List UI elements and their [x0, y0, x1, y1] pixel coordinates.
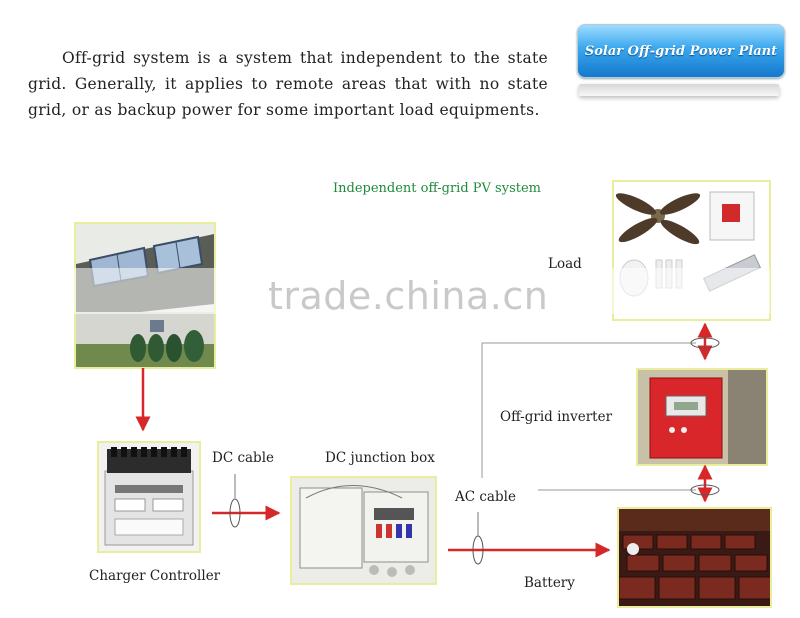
label-inverter: Off-grid inverter	[500, 409, 613, 425]
charger-controller-photo	[97, 441, 201, 553]
junction-box-photo	[290, 476, 437, 585]
watermark-text: trade.china.cn	[268, 274, 549, 318]
label-charger-controller: Charger Controller	[89, 568, 221, 584]
watermark-band	[70, 268, 770, 314]
battery-photo	[617, 507, 772, 608]
intro-text: Off-grid system is a system that indepen…	[28, 49, 548, 119]
inverter-illustration	[638, 370, 766, 464]
badge-button: Solar Off-grid Power Plant	[577, 24, 785, 78]
label-battery: Battery	[524, 575, 575, 591]
badge-shelf	[579, 84, 779, 96]
badge-label: Solar Off-grid Power Plant	[584, 43, 778, 59]
solar-offgrid-badge: Solar Off-grid Power Plant	[575, 22, 787, 100]
diagram-title: Independent off-grid PV system	[333, 181, 541, 196]
charger-controller-illustration	[99, 443, 199, 551]
ac-wire-upper	[481, 342, 696, 478]
label-dc-cable: DC cable	[212, 450, 275, 466]
battery-illustration	[619, 509, 770, 606]
label-dc-junction-box: DC junction box	[325, 450, 435, 466]
battery-link-marker	[690, 484, 720, 496]
intro-paragraph: Off-grid system is a system that indepen…	[28, 45, 548, 123]
label-load: Load	[548, 256, 582, 272]
junction-box-illustration	[292, 478, 435, 583]
dc-cable-marker	[229, 498, 241, 528]
load-link-marker	[690, 337, 720, 349]
label-ac-cable: AC cable	[455, 489, 516, 505]
inverter-photo	[636, 368, 768, 466]
